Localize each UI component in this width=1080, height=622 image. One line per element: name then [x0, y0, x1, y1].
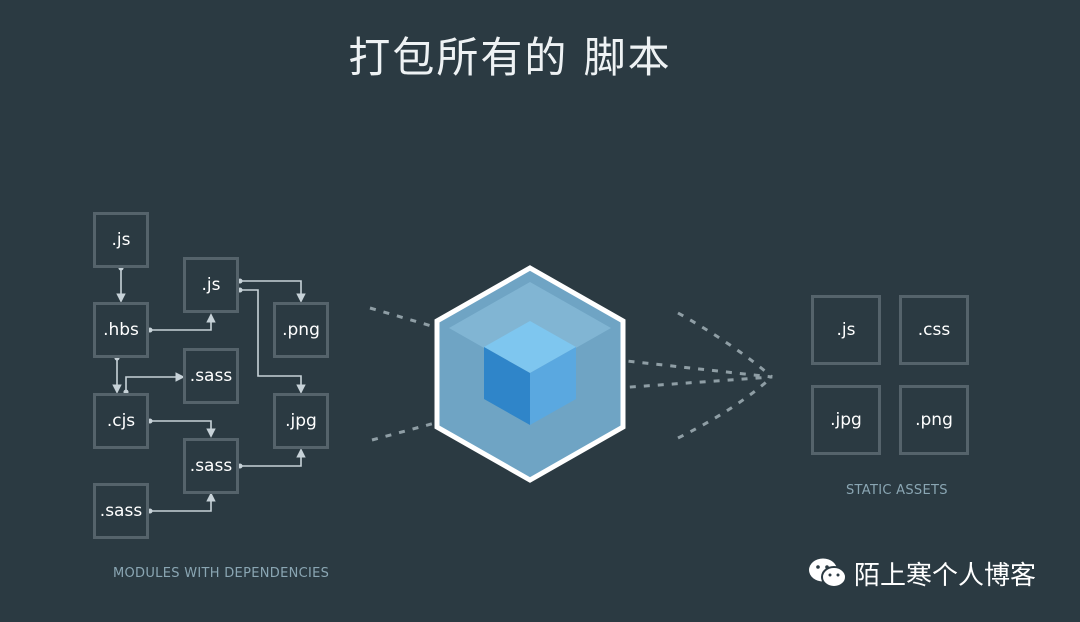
wechat-icon — [809, 558, 847, 588]
arrow-js2-png — [237, 278, 306, 303]
arrow-js2-jpg — [237, 287, 306, 394]
page-title: 打包所有的 脚本 — [348, 33, 672, 82]
module-js-secondary: .js — [183, 257, 239, 313]
asset-js: .js — [811, 295, 881, 365]
module-cjs: .cjs — [93, 393, 149, 449]
watermark-text: 陌上寒个人博客 — [854, 560, 1037, 591]
arrow-sass3-sass2 — [147, 492, 216, 514]
module-sass-bottom: .sass — [93, 483, 149, 539]
arrow-sass2-jpg — [237, 448, 306, 469]
arrow-hbs-js2 — [147, 313, 216, 333]
modules-caption: MODULES WITH DEPENDENCIES — [113, 566, 330, 581]
module-sass-top: .sass — [183, 348, 239, 404]
asset-css: .css — [899, 295, 969, 365]
module-sass-middle: .sass — [183, 438, 239, 494]
webpack-cube-logo — [434, 265, 626, 483]
arrow-cjs-sass1 — [123, 372, 185, 395]
static-assets-caption: STATIC ASSETS — [846, 483, 948, 498]
module-png: .png — [273, 302, 329, 358]
asset-jpg: .jpg — [811, 385, 881, 455]
module-hbs: .hbs — [93, 302, 149, 358]
module-jpg: .jpg — [273, 393, 329, 449]
watermark: 陌上寒个人博客 — [808, 553, 1036, 593]
asset-png: .png — [899, 385, 969, 455]
flow-lines — [369, 306, 773, 442]
module-js: .js — [93, 212, 149, 268]
arrow-cjs-sass2 — [147, 418, 216, 438]
